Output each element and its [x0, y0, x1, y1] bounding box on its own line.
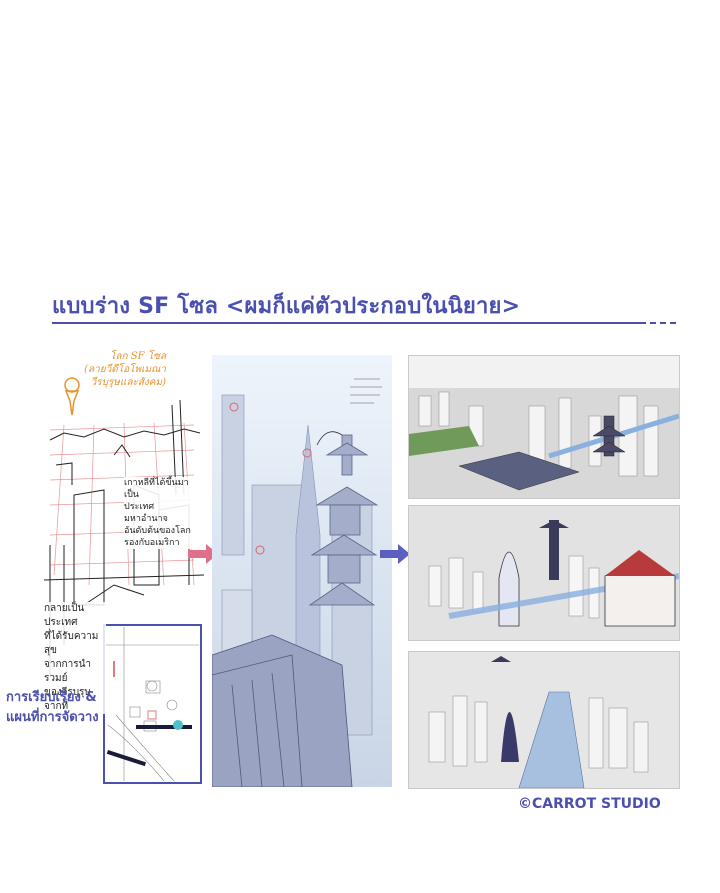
- sketch-panel: [44, 345, 204, 785]
- sketch-note-line: ของวีรบุรุษจากที่: [44, 687, 92, 712]
- concept-art-image: [212, 378, 382, 787]
- render-view-3: [408, 651, 680, 789]
- title-underline: [52, 322, 646, 324]
- title-underline-dashes: [650, 322, 676, 324]
- render-image-2: [409, 506, 679, 640]
- sketch-note-line: ประเทศมหาอำนาจ: [124, 502, 168, 524]
- sketch-note-line: ที่ได้รับความสุข: [44, 631, 99, 656]
- render-image-1: [409, 356, 679, 498]
- sketch-note-line: อันดับต้นของโลก: [124, 526, 191, 536]
- arrow-right-icon: [380, 544, 410, 564]
- sketch-drawing: [44, 377, 204, 784]
- concept-art-panel: [212, 355, 392, 787]
- sketch-note-middle: เกาหลีที่ได้ขึ้นมาเป็น ประเทศมหาอำนาจ อั…: [124, 477, 194, 549]
- render-view-1: [408, 355, 680, 499]
- sketch-note-orange: โลก SF โซล (ลายวีดีโอโพเมณา วีรบุรุษและส…: [74, 350, 166, 389]
- render-view-2: [408, 505, 680, 641]
- sketch-note-line: เกาหลีที่ได้ขึ้นมาเป็น: [124, 478, 189, 500]
- render-image-3: [409, 652, 679, 788]
- map-label-line: การเรียบเรียง &: [6, 690, 97, 705]
- map-label-line: แผนที่การจัดวาง: [6, 710, 99, 725]
- sketch-note-line: (ลายวีดีโอโพเมณา: [84, 364, 166, 375]
- sketch-note-bottom: กลายเป็นประเทศ ที่ได้รับความสุข จากการนำ…: [44, 602, 106, 714]
- sketch-note-line: รองกับอเมริกา: [124, 538, 180, 548]
- sketch-note-line: โลก SF โซล: [110, 351, 166, 362]
- map-label: การเรียบเรียง & แผนที่การจัดวาง: [6, 688, 99, 728]
- copyright-credit: ©CARROT STUDIO: [518, 796, 661, 812]
- page-title: แบบร่าง SF โซล <ผมก็แค่ตัวประกอบในนิยาย>: [52, 294, 521, 319]
- sketch-note-line: กลายเป็นประเทศ: [44, 603, 85, 628]
- sketch-note-line: วีรบุรุษและสังคม): [90, 377, 166, 388]
- sketch-note-line: จากการนำรวมย์: [44, 659, 92, 684]
